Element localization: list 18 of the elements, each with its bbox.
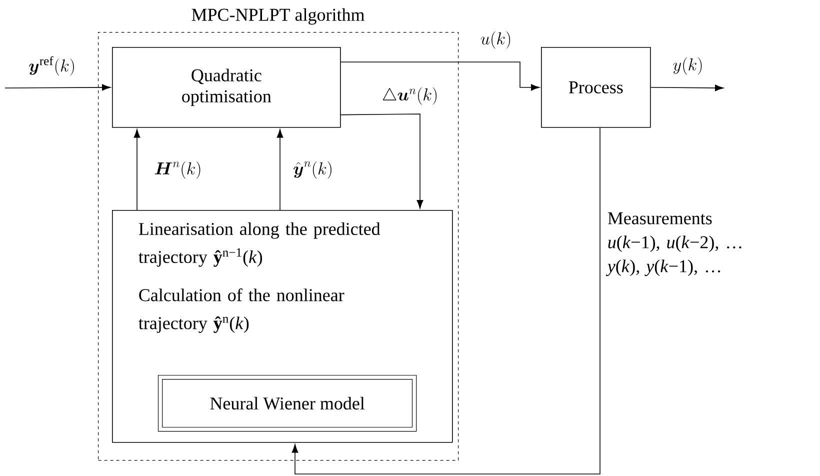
model-block: Neural Wiener model bbox=[158, 374, 417, 432]
process-box: Process bbox=[541, 47, 651, 128]
measurement-note: Measurements u(k−1), u(k−2), … y(k), y(k−1), … bbox=[606, 212, 742, 276]
arrow bbox=[134, 129, 140, 210]
edge-label: $\boldsymbol{y}^{\mathrm{ref}}(k)$ bbox=[28, 55, 76, 77]
edge-label: $\boldsymbol{H}^n(k)$ bbox=[153, 160, 203, 180]
arrow bbox=[340, 62, 540, 91]
edge-label: $y(k)$ bbox=[672, 56, 704, 76]
optimisation-box: Quadratic optimisation bbox=[112, 47, 341, 128]
node-label: MPC-NPLPT algorithm bbox=[192, 8, 364, 25]
arrow bbox=[276, 129, 284, 210]
edge-label: $\hat{\boldsymbol{y}}^n(k)$ bbox=[292, 160, 334, 180]
arrow bbox=[340, 114, 424, 209]
edge-label: $\triangle\boldsymbol{u}^n(k)$ bbox=[380, 86, 440, 106]
arrow bbox=[4, 84, 111, 91]
edge-label: $u(k)$ bbox=[479, 30, 513, 50]
arrow bbox=[650, 84, 724, 92]
arrow bbox=[292, 127, 600, 474]
